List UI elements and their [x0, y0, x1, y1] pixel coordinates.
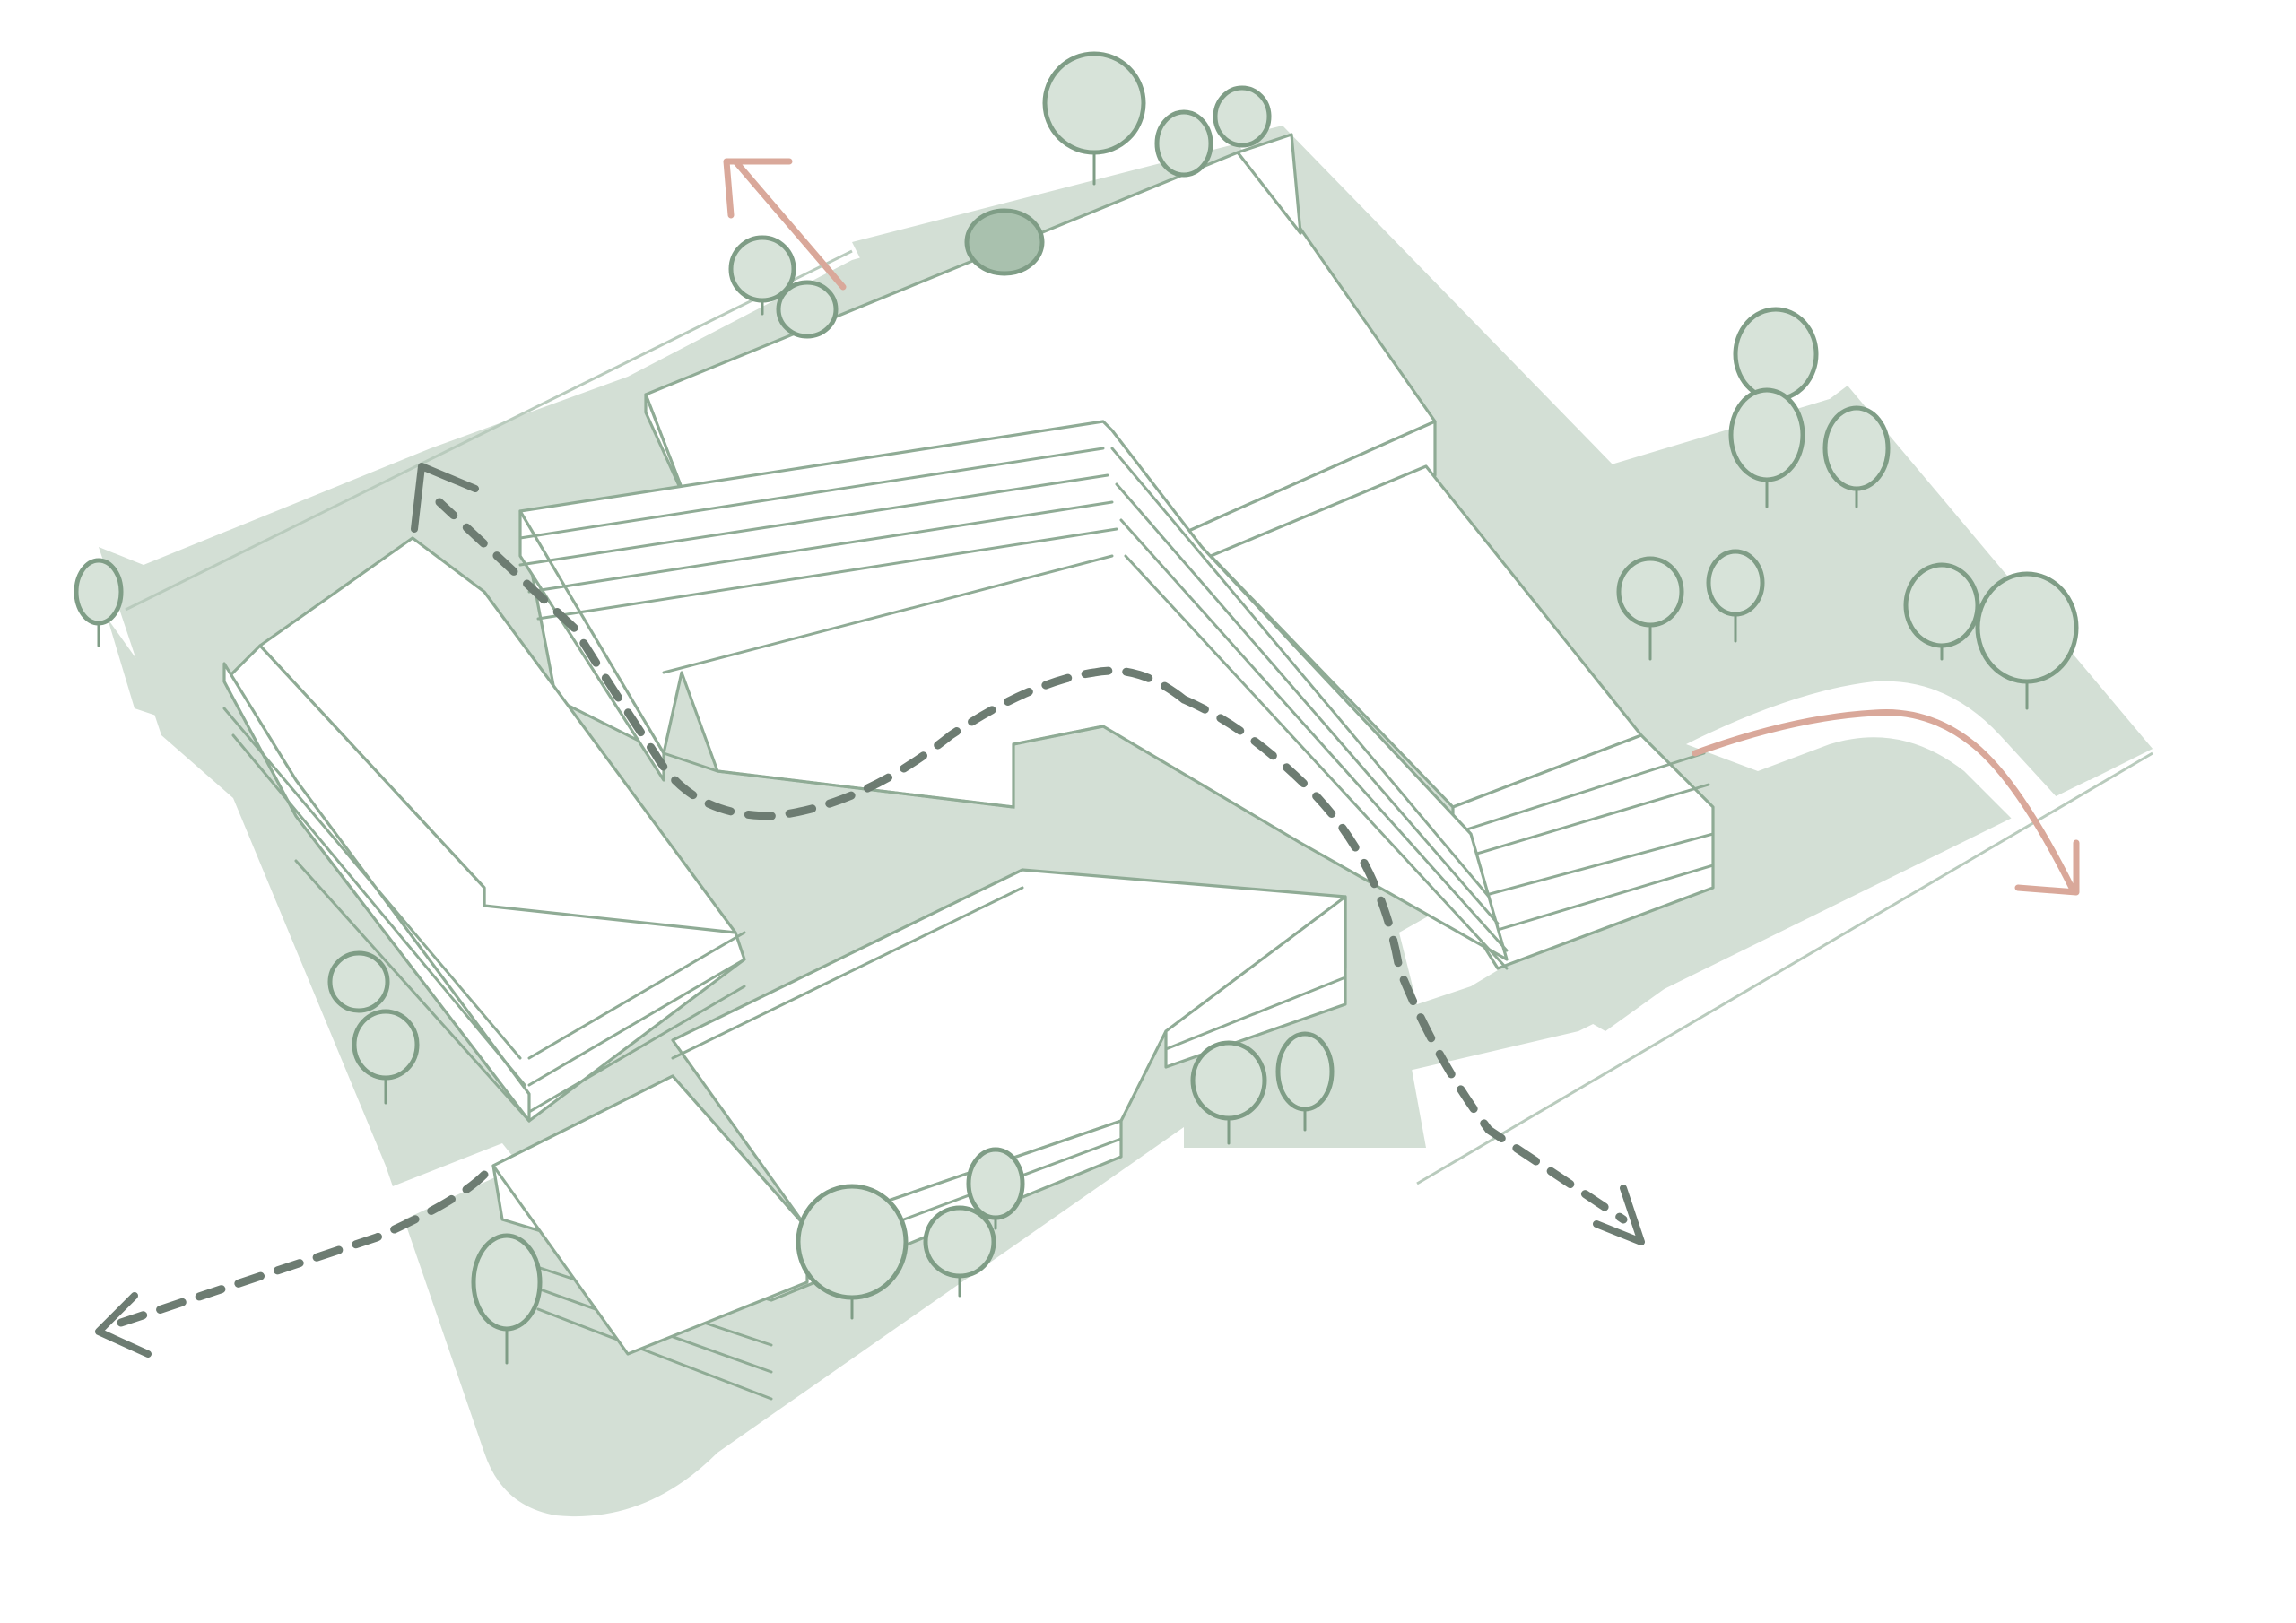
tree — [1822, 405, 1891, 508]
west-block-front — [222, 662, 531, 1123]
east-block-floors — [1451, 751, 1715, 934]
pedestrian-arrow-southwest — [95, 1292, 152, 1358]
tree — [327, 950, 390, 1013]
tree — [74, 558, 124, 647]
east-block — [1209, 464, 1715, 970]
tree — [352, 1009, 420, 1105]
north-block-notch — [1236, 133, 1302, 235]
west-block — [222, 536, 746, 1123]
pedestrian-path-southeast — [1179, 695, 1628, 1224]
tree — [1728, 387, 1805, 508]
pedestrian-arrow-north — [411, 463, 479, 533]
central-block — [518, 420, 1509, 970]
tree — [1903, 562, 1980, 661]
tree — [776, 280, 839, 339]
trees — [74, 51, 2079, 1365]
pedestrian-path-southwest — [103, 1170, 489, 1332]
vehicle-access-east — [1692, 708, 2075, 891]
tree — [1042, 51, 1146, 186]
tree — [1616, 556, 1684, 661]
circulation-paths — [95, 158, 2080, 1358]
central-block-north-floors — [518, 447, 1118, 674]
south-block — [491, 868, 1347, 1401]
central-block-inner-edge — [662, 725, 1105, 809]
tree — [1733, 307, 1819, 402]
vehicle-arrow-north — [723, 158, 793, 219]
tree — [728, 235, 796, 316]
pedestrian-path-north — [435, 498, 1188, 820]
ground-northwest-plot — [108, 619, 161, 717]
ground-southeast — [1552, 861, 1812, 1031]
buildings — [222, 133, 1715, 1401]
pedestrian-arrow-southeast — [1593, 1185, 1645, 1245]
tree — [923, 1205, 996, 1298]
site-boundary-north — [125, 249, 853, 612]
tree — [1190, 1040, 1267, 1145]
site-boundary-south — [1416, 751, 2153, 1185]
vehicle-access-north — [732, 158, 847, 291]
west-block-floors — [222, 707, 746, 1123]
tree — [1275, 1031, 1335, 1132]
tree — [1706, 549, 1765, 643]
south-block-east-side — [1164, 895, 1347, 1069]
tree — [966, 1147, 1025, 1230]
tree — [964, 208, 1045, 276]
tree — [471, 1233, 543, 1365]
road-southwest — [377, 1143, 520, 1224]
vehicle-arrow-east — [2014, 839, 2080, 896]
tree — [1154, 109, 1213, 178]
tree — [796, 1184, 909, 1320]
central-block-east-floors — [1110, 447, 1509, 970]
tree — [1975, 571, 2079, 710]
tree — [1213, 85, 1272, 148]
